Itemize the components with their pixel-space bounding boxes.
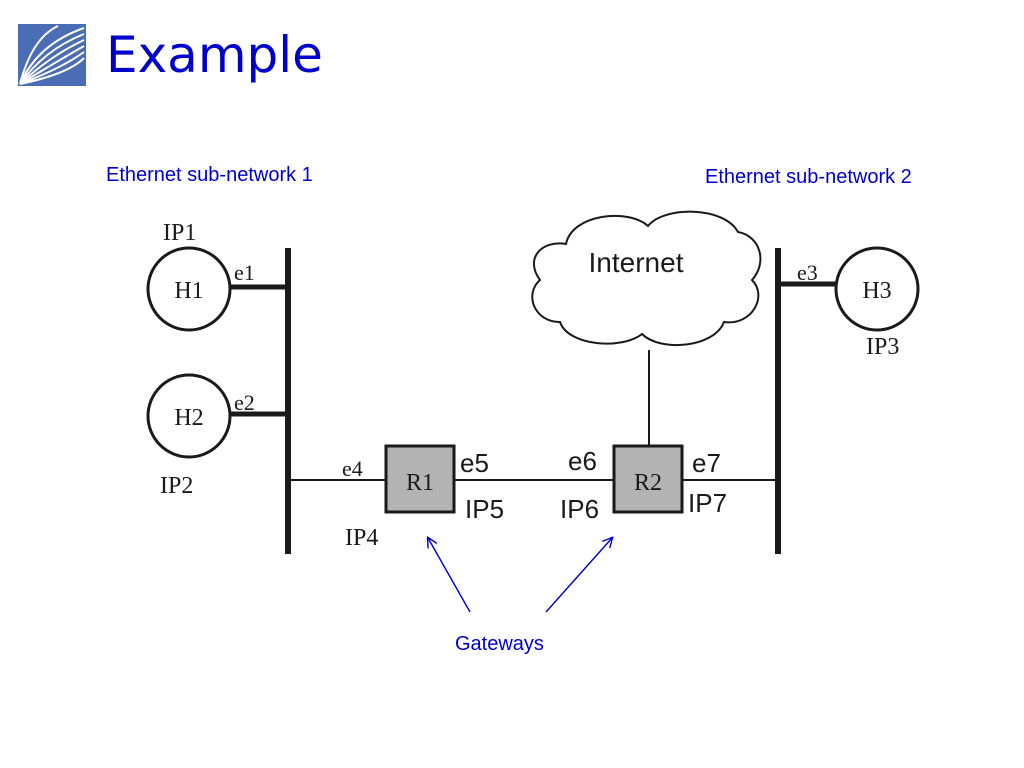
ip5-label: IP5: [465, 494, 504, 524]
router-r2: R2: [612, 444, 684, 514]
slide-title: Example: [106, 26, 323, 84]
e1-label: e1: [234, 260, 255, 285]
gateways-callout: Gateways: [455, 633, 544, 655]
ip3-label: IP3: [866, 334, 899, 360]
ip2-label: IP2: [160, 473, 193, 499]
e4-label: e4: [342, 456, 363, 481]
e2-label: e2: [234, 390, 255, 415]
router-r1: R1: [384, 444, 456, 514]
router-r1-label: R1: [406, 470, 434, 496]
gateway-arrow-r1: [428, 538, 471, 613]
cloud-icon: [531, 210, 762, 346]
host-h1-label: H1: [174, 278, 203, 304]
ip1-label: IP1: [163, 220, 196, 246]
ip7-label: IP7: [688, 488, 727, 518]
internet-label: Internet: [589, 247, 684, 278]
host-h2-label: H2: [174, 405, 203, 431]
company-logo-icon: [18, 24, 86, 86]
router-r2-label: R2: [634, 470, 662, 496]
ip6-label: IP6: [560, 494, 599, 524]
e5-label: e5: [460, 448, 489, 478]
e3-label: e3: [797, 260, 818, 285]
host-h2: H2: [146, 373, 232, 459]
host-h3: H3: [834, 246, 920, 332]
host-h3-label: H3: [862, 278, 891, 304]
ip4-label: IP4: [345, 525, 378, 551]
subnet2-callout: Ethernet sub-network 2: [705, 166, 912, 188]
e7-label: e7: [692, 448, 721, 478]
internet-cloud: Internet: [531, 210, 762, 346]
gateway-arrow-r2: [545, 538, 612, 613]
subnet1-callout: Ethernet sub-network 1: [106, 164, 313, 186]
e6-label: e6: [568, 446, 597, 476]
host-h1: H1: [146, 246, 232, 332]
